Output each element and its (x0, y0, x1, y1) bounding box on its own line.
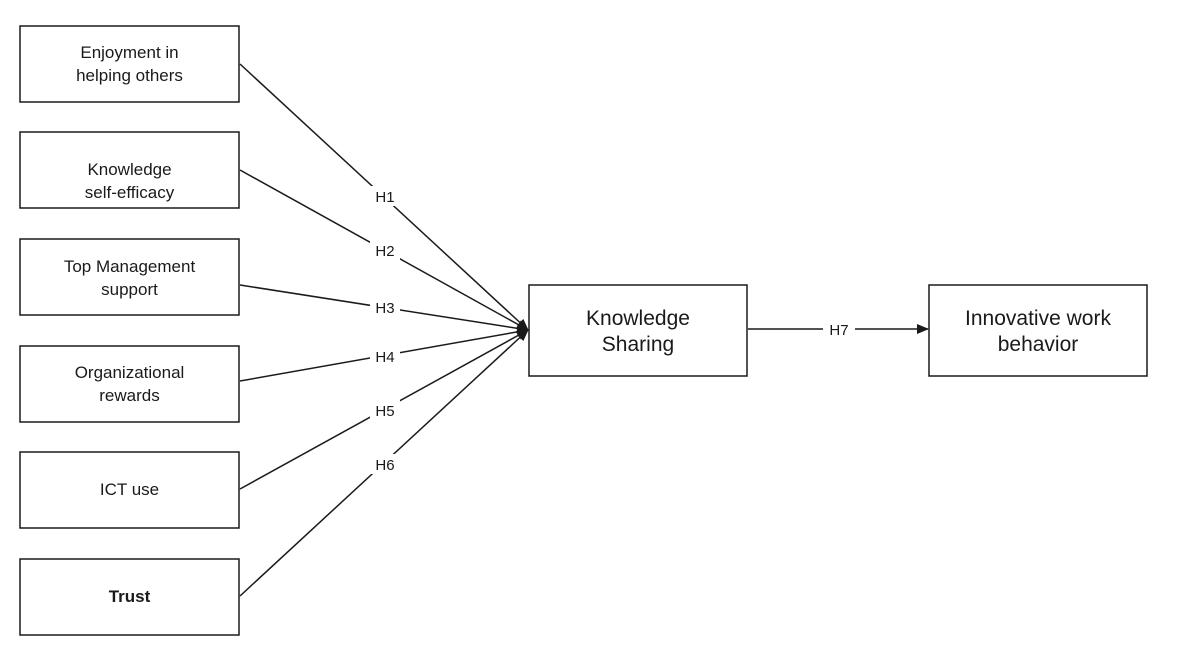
edge-label-h1: H1 (375, 189, 394, 206)
node-enjoyment-line-2: helping others (76, 66, 183, 85)
edge-label-h4: H4 (375, 349, 394, 366)
node-ict-use: ICT use (19, 451, 240, 529)
node-knowledge-sharing-line-1: Knowledge (586, 307, 690, 330)
node-innovative-line-1: Innovative work (965, 307, 1111, 330)
node-ict-line-1: ICT use (100, 480, 159, 499)
node-innovative-work-behavior: Innovative work behavior (928, 284, 1148, 377)
edge-labels: H1 H2 H3 H4 H5 H6 H7 (370, 186, 855, 474)
edge-label-h7: H7 (829, 322, 848, 339)
node-top-management: Top Management support (19, 238, 240, 316)
node-organizational-rewards: Organizational rewards (19, 345, 240, 423)
node-innovative-line-2: behavior (998, 333, 1079, 356)
edge-label-h3: H3 (375, 300, 394, 317)
edge-label-h6: H6 (375, 457, 394, 474)
node-enjoyment-line-1: Enjoyment in (80, 43, 178, 62)
node-trust: Trust (19, 558, 240, 636)
node-top-management-line-2: support (101, 280, 158, 299)
node-knowledge-sharing: Knowledge Sharing (528, 284, 748, 377)
node-self-efficacy-line-2: self-efficacy (85, 183, 175, 202)
edge-label-h2: H2 (375, 243, 394, 260)
node-self-efficacy: Knowledge self-efficacy (19, 131, 240, 209)
node-rewards-line-1: Organizational (75, 363, 185, 382)
edge-label-h5: H5 (375, 403, 394, 420)
node-trust-line-1: Trust (109, 587, 151, 606)
node-enjoyment: Enjoyment in helping others (19, 25, 240, 103)
node-self-efficacy-line-1: Knowledge (87, 160, 171, 179)
node-rewards-line-2: rewards (99, 386, 159, 405)
node-knowledge-sharing-line-2: Sharing (602, 333, 674, 356)
node-top-management-line-1: Top Management (64, 257, 196, 276)
